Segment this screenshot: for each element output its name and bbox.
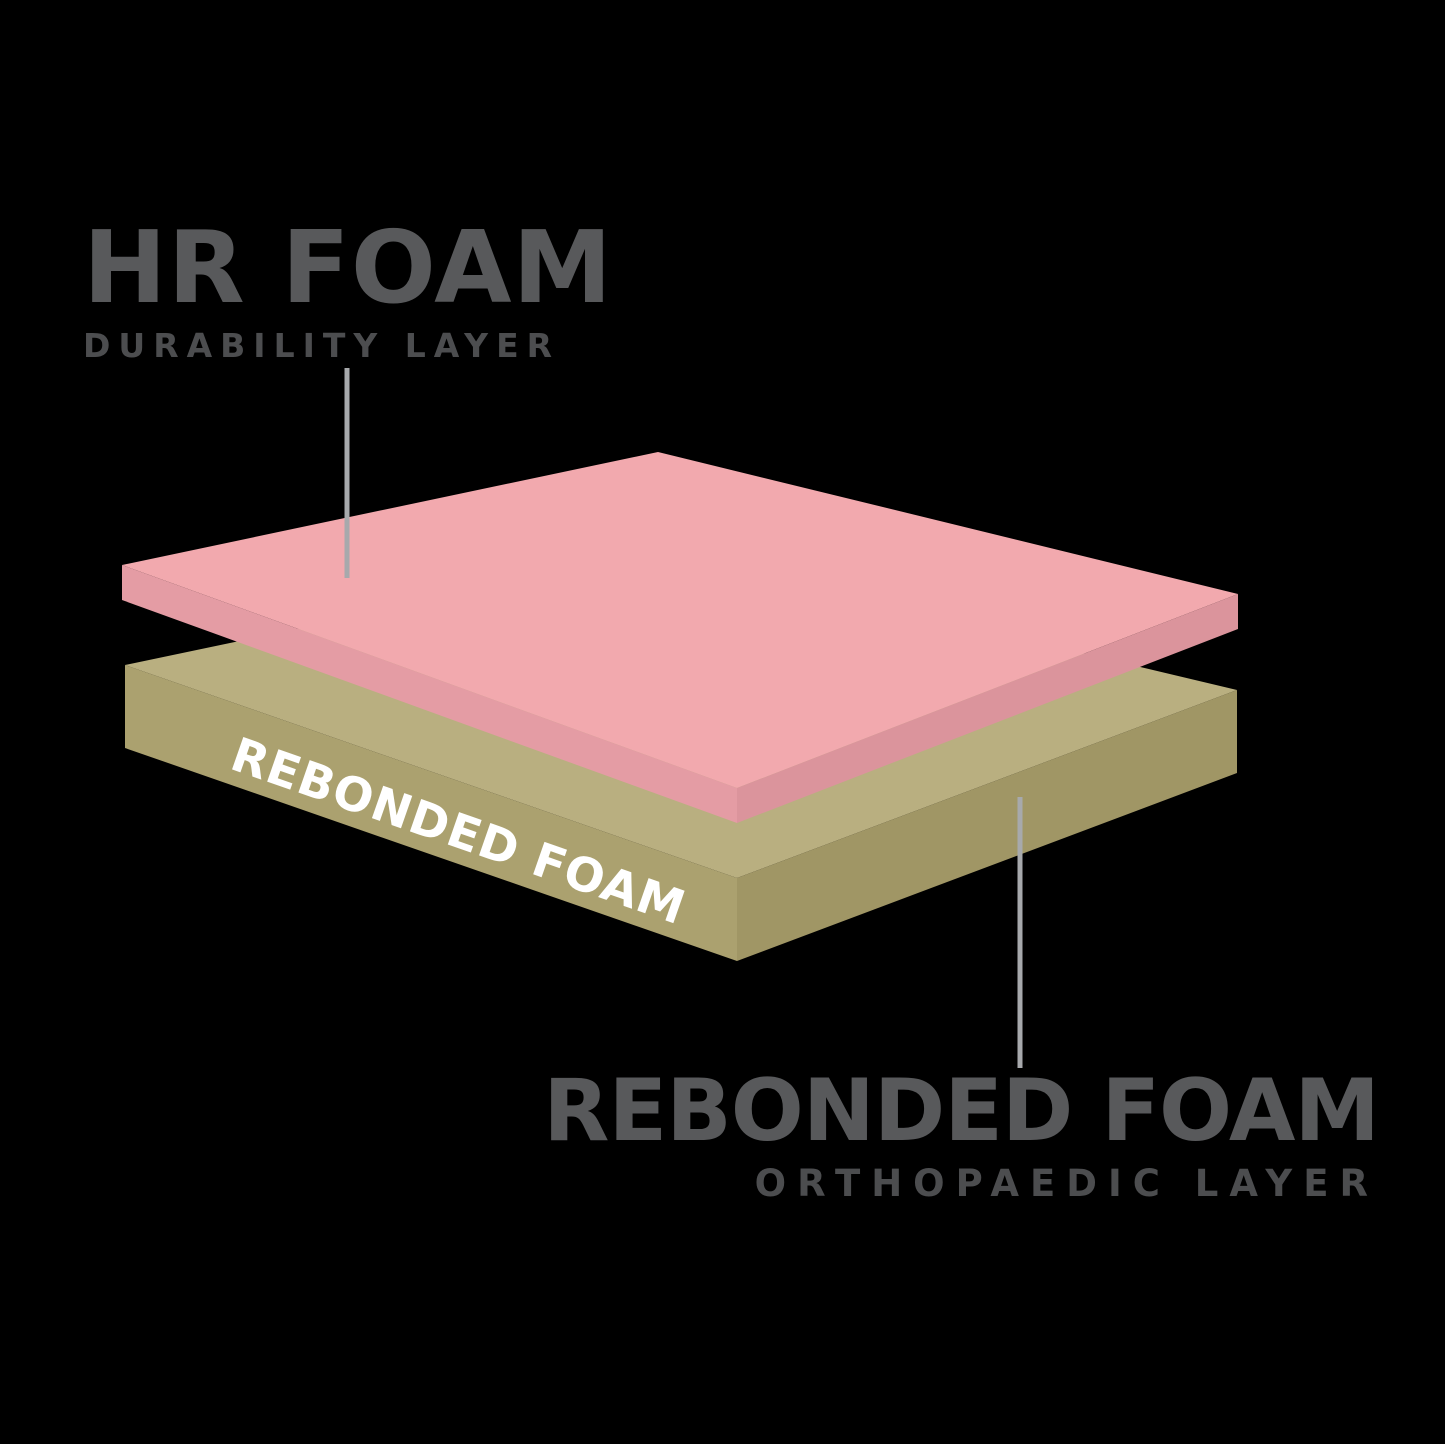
rebonded-foam-title: REBONDED FOAM (543, 1061, 1380, 1161)
rebonded-foam-label-block: REBONDED FOAM ORTHOPAEDIC LAYER (543, 1061, 1380, 1205)
hr-foam-right-face (737, 594, 1238, 823)
rebonded-foam-subtitle: ORTHOPAEDIC LAYER (754, 1162, 1379, 1205)
hr-foam-label-block: HR FOAM DURABILITY LAYER (83, 209, 614, 366)
hr-foam-subtitle: DURABILITY LAYER (83, 326, 561, 365)
rebonded-foam-left-face (125, 665, 737, 961)
hr-foam-top-face (122, 452, 1238, 788)
hr-foam-left-face (122, 565, 737, 823)
hr-foam-title: HR FOAM (83, 209, 614, 326)
hr-foam-slab (122, 452, 1238, 823)
rebonded-foam-right-face (737, 690, 1237, 961)
